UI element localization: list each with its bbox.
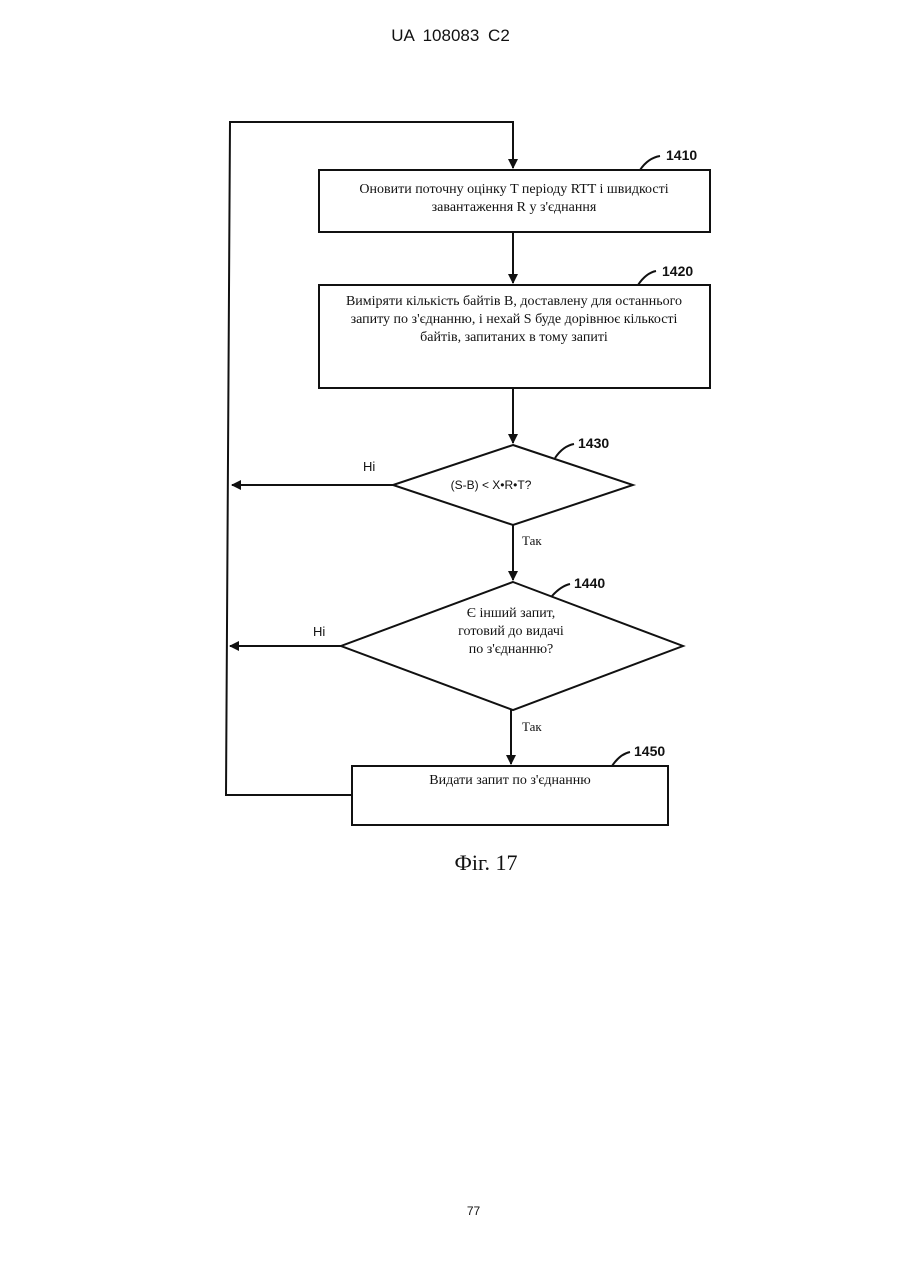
decision-1440-no-label: Ні <box>313 624 325 639</box>
step-1410-line-1: Оновити поточну оцінку T періоду RTT і ш… <box>359 182 668 197</box>
decision-1440: Є інший запит, готовий до видачі по з'єд… <box>313 575 683 734</box>
decision-1430-ref: 1430 <box>578 435 609 451</box>
decision-1440-leader <box>552 584 570 596</box>
step-1420: Виміряти кількість байтів B, доставлену … <box>319 263 710 388</box>
decision-1440-line-3: по з'єднанню? <box>469 642 554 657</box>
step-1420-line-1: Виміряти кількість байтів B, доставлену … <box>346 294 682 309</box>
decision-1440-line-2: готовий до видачі <box>458 624 564 639</box>
decision-1440-line-1: Є інший запит, <box>467 606 556 621</box>
page-number: 77 <box>0 1204 901 1218</box>
decision-1430-no-label: Ні <box>363 459 375 474</box>
decision-1430-leader <box>555 444 574 458</box>
step-1420-leader <box>638 271 656 285</box>
step-1420-line-2: запиту по з'єднанню, і нехай S буде дорі… <box>351 312 678 327</box>
figure-caption: Фіг. 17 <box>454 850 517 875</box>
step-1410: Оновити поточну оцінку T періоду RTT і ш… <box>319 147 710 232</box>
step-1410-leader <box>640 156 660 170</box>
decision-1430-text: (S-B) < X•R•T? <box>451 478 532 492</box>
step-1450-leader <box>612 752 630 766</box>
step-1420-ref: 1420 <box>662 263 693 279</box>
step-1410-ref: 1410 <box>666 147 697 163</box>
step-1420-line-3: байтів, запитаних в тому запиті <box>420 330 608 345</box>
decision-1430-yes-label: Так <box>522 533 542 548</box>
decision-1440-yes-label: Так <box>522 719 542 734</box>
step-1410-line-2: завантаження R у з'єднання <box>432 200 597 215</box>
step-1450-ref: 1450 <box>634 743 665 759</box>
decision-1440-ref: 1440 <box>574 575 605 591</box>
decision-1430: (S-B) < X•R•T? 1430 Ні Так <box>363 435 633 548</box>
step-1450-line-1: Видати запит по з'єднанню <box>429 773 590 788</box>
